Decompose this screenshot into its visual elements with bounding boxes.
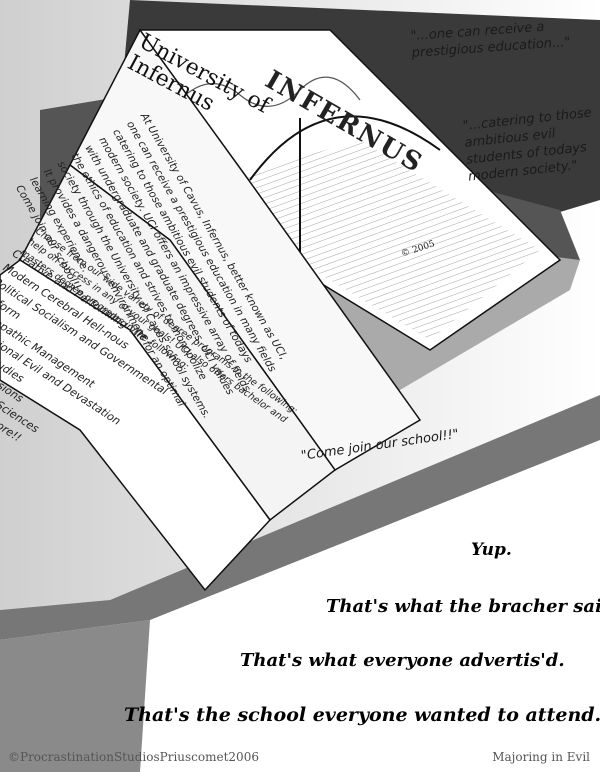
series-title: Majoring in Evil — [492, 750, 590, 764]
table-edge — [0, 395, 600, 640]
narration-line-4: That's the school everyone wanted to att… — [124, 704, 600, 726]
narration-line-1: Yup. — [471, 540, 512, 560]
table-side — [0, 620, 150, 772]
brochure-cover-lines — [240, 140, 540, 340]
narration-line-3: That's what everyone advertis'd. — [240, 650, 565, 671]
copyright-credit: ©ProcrastinationStudiosPriuscomet2006 — [8, 750, 259, 764]
brochure-panel-3 — [0, 259, 271, 592]
narration-line-2: That's what the bracher said. — [326, 596, 600, 617]
cover-arch — [249, 115, 441, 181]
callout-quote-catering: "...catering to those ambitious evil stu… — [462, 105, 593, 185]
cover-mountains — [179, 76, 361, 107]
